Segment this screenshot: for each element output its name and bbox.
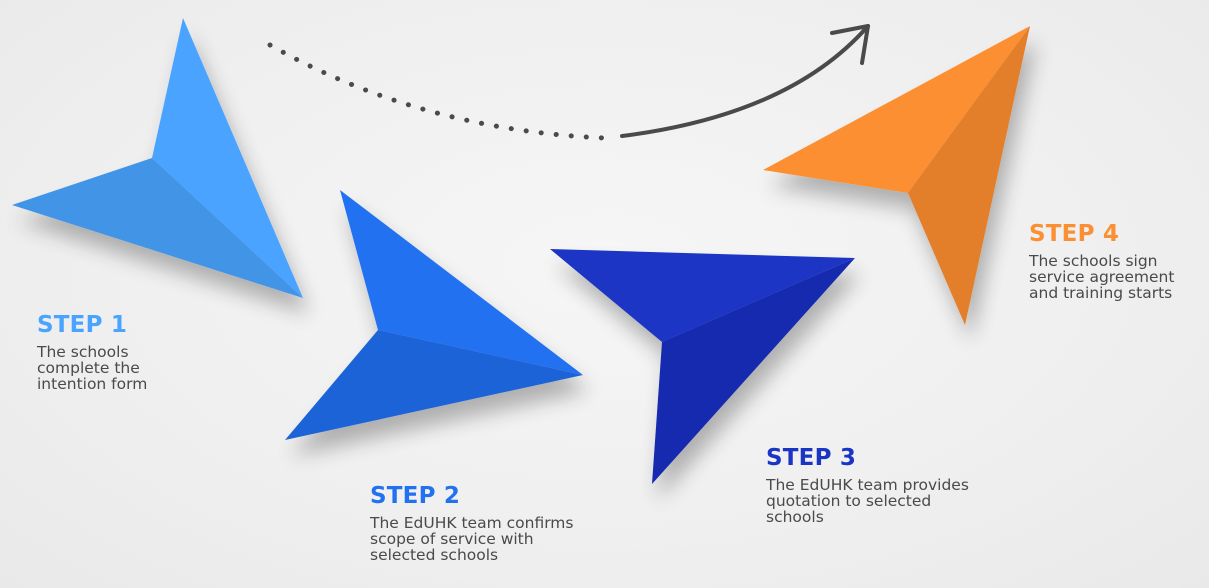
connector-dotted-path: [267, 42, 608, 141]
step-4-plane-icon: [763, 26, 1030, 325]
step-2-title: STEP 2: [370, 483, 461, 509]
step-4-title: STEP 4: [1029, 221, 1120, 247]
step-4-description: The schools sign service agreement and t…: [1029, 252, 1175, 302]
step-3-plane-icon: [550, 249, 855, 484]
step-3-block: STEP 3 The EdUHK team provides quotation…: [766, 444, 1026, 525]
step-1-block: STEP 1 The schools complete the intentio…: [37, 311, 217, 392]
step-2-plane-icon: [285, 190, 583, 440]
step-3-description: The EdUHK team provides quotation to sel…: [766, 476, 969, 526]
step-1-plane-icon: [12, 18, 303, 298]
step-2-block: STEP 2 The EdUHK team confirms scope of …: [370, 482, 640, 563]
connector-solid-path: [620, 24, 870, 138]
step-2-description: The EdUHK team confirms scope of service…: [370, 514, 574, 564]
step-1-title: STEP 1: [37, 312, 128, 338]
step-3-title: STEP 3: [766, 445, 857, 471]
step-4-block: STEP 4 The schools sign service agreemen…: [1029, 220, 1209, 301]
connector-arrowhead: [830, 24, 870, 65]
step-1-description: The schools complete the intention form: [37, 343, 148, 393]
dotted-curved-arrow-icon: [267, 24, 870, 141]
